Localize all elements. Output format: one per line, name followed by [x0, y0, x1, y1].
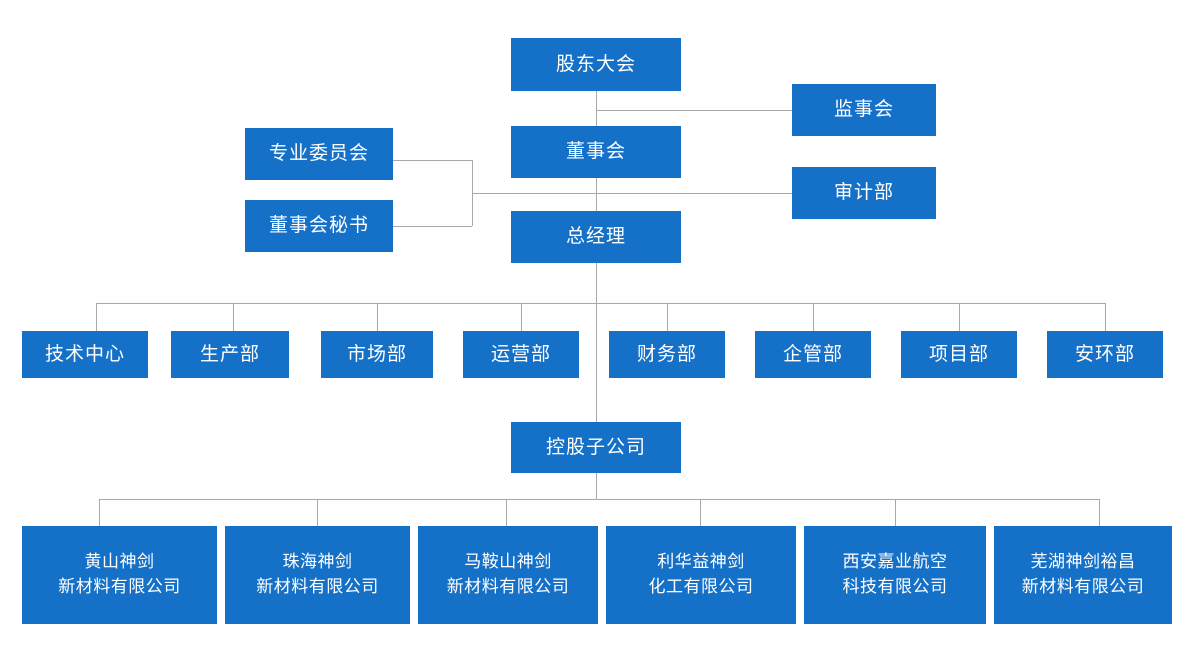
node-label: 董事会秘书 [268, 215, 369, 237]
connector-subsidiary-spine [596, 473, 597, 499]
node-label: 审计部 [833, 182, 894, 204]
connector-sub-drop-1 [99, 499, 100, 526]
node-label: 董事会 [565, 141, 626, 163]
connector-sub-drop-6 [1099, 499, 1100, 526]
connector-dept-drop-1 [96, 303, 97, 331]
node-label-line1: 西安嘉业航空 [842, 552, 948, 572]
node-label-line2: 科技有限公司 [842, 577, 948, 596]
connector-dept-drop-3 [377, 303, 378, 331]
connector-board-to-audit [596, 193, 792, 194]
connector-board-to-supervisors [596, 110, 792, 111]
connector-board-secretary-stub [393, 226, 472, 227]
node-label-line2: 新材料有限公司 [256, 577, 379, 596]
node-label: 生产部 [199, 343, 260, 365]
node-label: 专业委员会 [268, 143, 369, 165]
node-label-line2: 化工有限公司 [648, 577, 754, 596]
node-subsidiary[interactable]: 西安嘉业航空科技有限公司 [804, 526, 986, 624]
node-label: 安环部 [1074, 343, 1135, 365]
node-department[interactable]: 生产部 [171, 331, 289, 378]
connector-shareholders-to-board [596, 91, 597, 127]
connector-sub-drop-3 [506, 499, 507, 526]
node-label: 运营部 [490, 343, 551, 365]
node-holding-subsidiaries[interactable]: 控股子公司 [511, 422, 681, 473]
node-subsidiary[interactable]: 马鞍山神剑新材料有限公司 [418, 526, 598, 624]
connector-professional-committee-stub [393, 160, 472, 161]
node-board-of-directors[interactable]: 董事会 [511, 126, 681, 178]
node-department[interactable]: 运营部 [463, 331, 579, 378]
node-audit-department[interactable]: 审计部 [792, 167, 936, 219]
node-board-of-supervisors[interactable]: 监事会 [792, 84, 936, 136]
connector-board-to-committees [472, 193, 596, 194]
node-label: 控股子公司 [545, 436, 646, 458]
connector-sub-drop-4 [700, 499, 701, 526]
node-subsidiary[interactable]: 芜湖神剑裕昌新材料有限公司 [994, 526, 1172, 624]
node-label: 股东大会 [555, 53, 636, 75]
node-label: 总经理 [565, 226, 626, 248]
node-label-line2: 新材料有限公司 [446, 577, 570, 596]
node-subsidiary[interactable]: 珠海神剑新材料有限公司 [225, 526, 410, 624]
node-label-line1: 利华益神剑 [657, 552, 745, 572]
node-label: 财务部 [636, 343, 697, 365]
node-subsidiary[interactable]: 黄山神剑新材料有限公司 [22, 526, 217, 624]
connector-sub-drop-2 [317, 499, 318, 526]
node-shareholders-meeting[interactable]: 股东大会 [511, 38, 681, 91]
node-department[interactable]: 技术中心 [22, 331, 148, 378]
node-label-line2: 新材料有限公司 [1021, 577, 1145, 596]
node-label-line2: 新材料有限公司 [58, 577, 181, 596]
node-general-manager[interactable]: 总经理 [511, 211, 681, 263]
node-label: 监事会 [833, 99, 894, 121]
connector-dept-drop-6 [813, 303, 814, 331]
node-label: 技术中心 [44, 343, 125, 365]
connector-dept-drop-8 [1105, 303, 1106, 331]
node-subsidiary[interactable]: 利华益神剑化工有限公司 [606, 526, 796, 624]
connector-dept-drop-4 [521, 303, 522, 331]
node-department[interactable]: 企管部 [755, 331, 871, 378]
node-label-line1: 马鞍山神剑 [464, 552, 552, 572]
connector-department-bus [96, 303, 1105, 304]
node-label-line1: 黄山神剑 [84, 552, 155, 572]
node-label: 企管部 [782, 343, 843, 365]
node-professional-committee[interactable]: 专业委员会 [245, 128, 393, 180]
connector-dept-drop-2 [233, 303, 234, 331]
connector-dept-drop-7 [959, 303, 960, 331]
connector-subsidiary-bus [99, 499, 1099, 500]
node-department[interactable]: 安环部 [1047, 331, 1163, 378]
node-board-secretary[interactable]: 董事会秘书 [245, 200, 393, 252]
connector-committee-bracket [472, 160, 473, 226]
connector-gm-to-subsidiaries-spine [596, 263, 597, 423]
node-label: 项目部 [928, 343, 989, 365]
node-label-line1: 珠海神剑 [282, 552, 353, 572]
connector-sub-drop-5 [895, 499, 896, 526]
node-department[interactable]: 市场部 [321, 331, 433, 378]
connector-dept-drop-5 [667, 303, 668, 331]
node-department[interactable]: 财务部 [609, 331, 725, 378]
node-label-line1: 芜湖神剑裕昌 [1030, 552, 1136, 572]
node-label: 市场部 [346, 343, 407, 365]
node-department[interactable]: 项目部 [901, 331, 1017, 378]
connector-board-to-gm [596, 178, 597, 212]
